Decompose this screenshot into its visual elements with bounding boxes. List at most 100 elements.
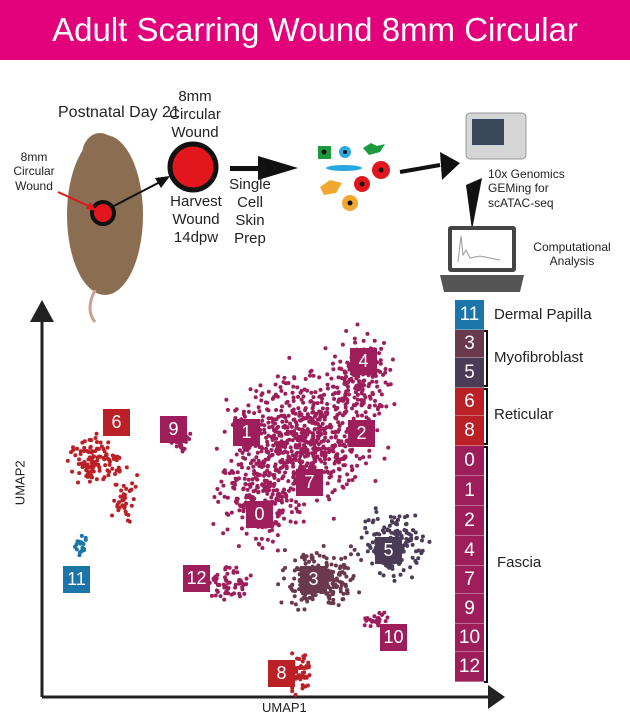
scatter-point (293, 602, 298, 607)
scatter-point (409, 575, 414, 580)
scatter-point (253, 536, 258, 541)
scatter-point (291, 487, 296, 492)
scatter-point (77, 457, 82, 462)
scatter-point (380, 372, 385, 377)
cluster-label-10: 10 (380, 624, 407, 651)
y-axis-label: UMAP2 (12, 460, 28, 506)
scatter-point (281, 424, 286, 429)
scatter-point (287, 437, 292, 442)
scatter-point (107, 469, 112, 474)
scatter-point (274, 440, 279, 445)
scatter-point (365, 331, 370, 336)
scatter-point (330, 384, 335, 389)
scatter-point (386, 382, 391, 387)
scatter-point (343, 565, 348, 570)
scatter-point (323, 446, 328, 451)
scatter-point (330, 490, 335, 495)
scatter-point (291, 384, 296, 389)
scatter-point (225, 571, 230, 576)
scatter-point (367, 403, 372, 408)
scatter-point (272, 433, 277, 438)
scatter-point (305, 427, 310, 432)
scatter-point (291, 399, 296, 404)
scatter-point (322, 461, 327, 466)
arrow-to-cells (230, 166, 260, 171)
scatter-point (257, 445, 262, 450)
scatter-point (280, 419, 285, 424)
scatter-point (313, 457, 318, 462)
scatter-point (363, 461, 368, 466)
scatter-point (348, 552, 353, 557)
scatter-point (298, 454, 303, 459)
scatter-point (315, 430, 320, 435)
scatter-point (335, 412, 340, 417)
scatter-point (252, 411, 257, 416)
scatter-point (242, 476, 247, 481)
scatter-point (357, 456, 362, 461)
scatter-point (377, 532, 382, 537)
scatter-point (390, 566, 395, 571)
scatter-point (322, 470, 327, 475)
scatter-point (270, 492, 275, 497)
scatter-point (292, 594, 297, 599)
scatter-point (336, 375, 341, 380)
scatter-point (229, 468, 234, 473)
scatter-point (271, 443, 276, 448)
scatter-point (241, 455, 246, 460)
scatter-point (368, 624, 373, 629)
scatter-point (123, 509, 128, 514)
scatter-point (331, 516, 336, 521)
scatter-point (291, 395, 296, 400)
scatter-point (303, 592, 308, 597)
scatter-point (405, 543, 410, 548)
scatter-point (295, 509, 300, 514)
scatter-point (234, 452, 239, 457)
umap-axes (30, 300, 505, 709)
scatter-point (333, 429, 338, 434)
scatter-point (394, 520, 399, 525)
scatter-point (266, 455, 271, 460)
scatter-point (310, 593, 315, 598)
scatter-point (225, 527, 230, 532)
scatter-point (365, 616, 370, 621)
scatter-point (83, 535, 88, 540)
scatter-point (304, 463, 309, 468)
scatter-point (378, 358, 383, 363)
scatter-point (246, 466, 251, 471)
scatter-point (353, 475, 358, 480)
scatter-point (385, 563, 390, 568)
scatter-point (239, 461, 244, 466)
scatter-point (294, 499, 299, 504)
scatter-point (79, 533, 84, 538)
cluster-label-9: 9 (160, 416, 187, 443)
scatter-point (373, 398, 378, 403)
scatter-point (276, 451, 281, 456)
scatter-point (263, 400, 268, 405)
scatter-point (279, 444, 284, 449)
scatter-point (304, 439, 309, 444)
scatter-point (304, 415, 309, 420)
scatter-point (293, 411, 298, 416)
scatter-point (300, 449, 305, 454)
scatter-point (296, 567, 301, 572)
scatter-point (337, 478, 342, 483)
scatter-point (328, 601, 333, 606)
scatter-point (87, 479, 92, 484)
legend-group-myofibroblast: Myofibroblast (494, 349, 584, 366)
scatter-point (239, 526, 244, 531)
scatter-point (252, 469, 257, 474)
scatter-point (340, 484, 345, 489)
scatter-point (256, 541, 261, 546)
scatter-point (281, 576, 286, 581)
scatter-point (378, 402, 383, 407)
scatter-point (290, 588, 295, 593)
cluster-label-1: 1 (233, 419, 260, 446)
scatter-point (370, 379, 375, 384)
scatter-point (367, 448, 372, 453)
scatter-point (273, 392, 278, 397)
scatter-point (392, 578, 397, 583)
scatter-point (272, 417, 277, 422)
legend-group-dermal-papilla: Dermal Papilla (494, 306, 592, 323)
scatter-point (245, 487, 250, 492)
scatter-point (235, 570, 240, 575)
